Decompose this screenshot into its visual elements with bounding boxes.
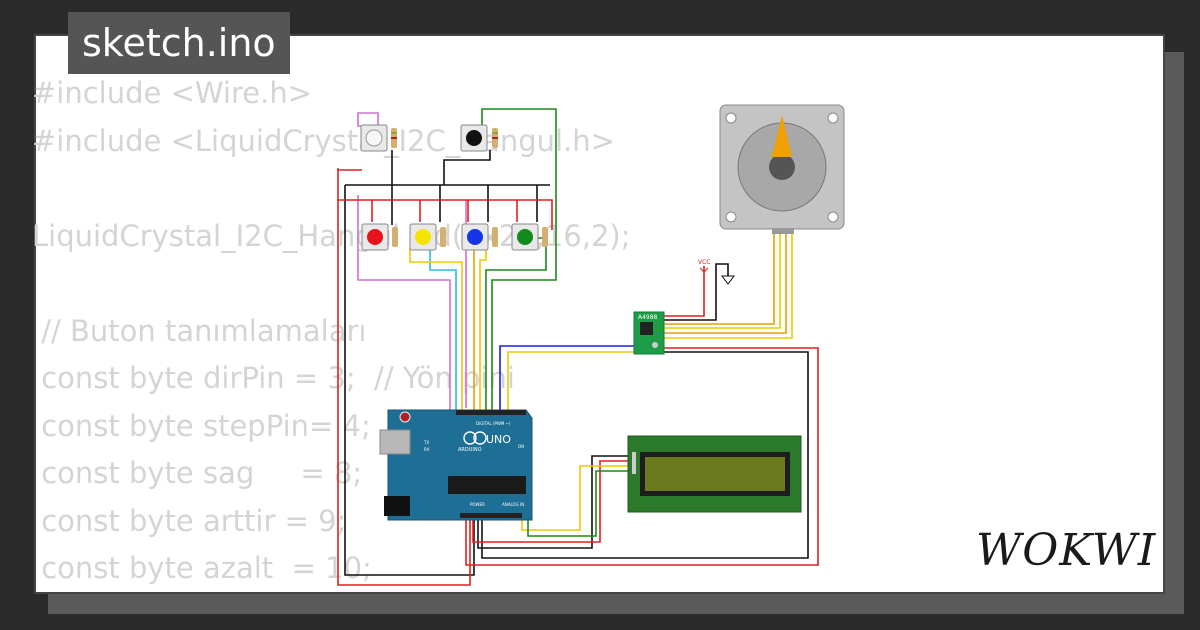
wire-orange [664, 232, 787, 334]
resistor [542, 227, 548, 247]
on-label: ON [518, 444, 524, 449]
wire-yellow [479, 248, 487, 410]
wire-black [664, 263, 729, 321]
wire-green [527, 470, 632, 537]
wire-violet [357, 112, 379, 127]
button-cap [467, 229, 483, 245]
digital-header [456, 410, 526, 415]
reset-button[interactable] [399, 411, 411, 423]
button-blue[interactable] [461, 223, 489, 251]
button-black[interactable] [460, 124, 488, 152]
code-line: const byte arttir = 9; [32, 503, 347, 538]
digital-label: DIGITAL (PWM ~) [476, 421, 511, 426]
driver-chip [640, 322, 653, 335]
wire-black [481, 351, 809, 559]
lcd-display[interactable] [627, 435, 802, 513]
wire-yellow [664, 232, 781, 329]
wire-red [338, 199, 553, 230]
wire-black [443, 150, 491, 185]
wokwi-logo: WOKWI [976, 525, 1157, 576]
ground-symbol [721, 275, 735, 285]
button-white[interactable] [360, 124, 388, 152]
a4988-driver[interactable]: A4988 [633, 311, 665, 355]
code-line: const byte sag = 8; [32, 456, 363, 490]
code-line: const byte azalt = 10; [32, 551, 372, 585]
wire-green [485, 237, 547, 410]
code-line: const byte stepPin= 4; [32, 408, 371, 443]
button-cap [365, 129, 383, 147]
wire-red [472, 460, 632, 543]
rx-label: RX [424, 447, 430, 452]
board-logo: UNO [486, 433, 511, 446]
wires [337, 108, 819, 586]
resistor [492, 227, 498, 247]
lcd-screen [645, 457, 785, 491]
tx-label: TX [423, 440, 429, 445]
motor-pointer [772, 115, 792, 157]
mount-hole [725, 112, 737, 124]
wire-red [465, 347, 819, 566]
button-cap [517, 229, 533, 245]
stepper-motor[interactable] [719, 104, 845, 234]
mount-hole [827, 112, 839, 124]
button-cap [415, 229, 431, 245]
button-red[interactable] [361, 223, 389, 251]
wire-cyan [429, 248, 457, 410]
wire-yellow [521, 465, 632, 531]
code-line: #include <Wire.h> [32, 76, 313, 110]
code-line: const byte dirPin = 3; // Yön pini [32, 361, 515, 395]
motor-shaft [769, 154, 795, 180]
resistor [440, 227, 446, 247]
button-green[interactable] [511, 223, 539, 251]
motor-connector [772, 228, 794, 234]
button-cap [466, 130, 482, 146]
wire-yellow [409, 248, 463, 410]
resistor [391, 128, 397, 148]
mount-hole [725, 211, 737, 223]
arduino-uno[interactable]: UNO ARDUINO DIGITAL (PWM ~) ANALOG IN PO… [379, 409, 533, 521]
wire-red [664, 266, 705, 317]
driver-pot [652, 342, 658, 348]
wire-black [344, 185, 475, 576]
button-yellow[interactable] [409, 223, 437, 251]
svg-text:A4988: A4988 [638, 314, 658, 321]
vcc-symbol: VCC [698, 259, 710, 273]
wire-orange [664, 232, 775, 325]
wire-green [481, 108, 557, 410]
lcd-i2c-pins [632, 452, 636, 474]
wire-violet [357, 195, 451, 410]
wire-blue [499, 345, 664, 410]
power-header [460, 513, 522, 518]
usb-port [379, 429, 411, 455]
svg-text:VCC: VCC [698, 259, 710, 266]
atmega-chip [448, 476, 526, 494]
mount-hole [827, 211, 839, 223]
button-cap [367, 229, 383, 245]
resistor [492, 128, 498, 148]
wire-yellow [664, 232, 793, 339]
wire-red [337, 168, 471, 586]
sketch-title: sketch.ino [68, 12, 290, 74]
board-brand: ARDUINO [458, 447, 482, 453]
resistor [392, 227, 398, 247]
arduino-logo-icon [463, 431, 477, 445]
power-jack [384, 496, 410, 516]
wire-black [477, 455, 632, 549]
code-line: // Buton tanımlamaları [32, 313, 367, 348]
power-label: POWER [470, 502, 485, 507]
wire-yellow [507, 351, 664, 410]
analog-label: ANALOG IN [502, 502, 524, 507]
